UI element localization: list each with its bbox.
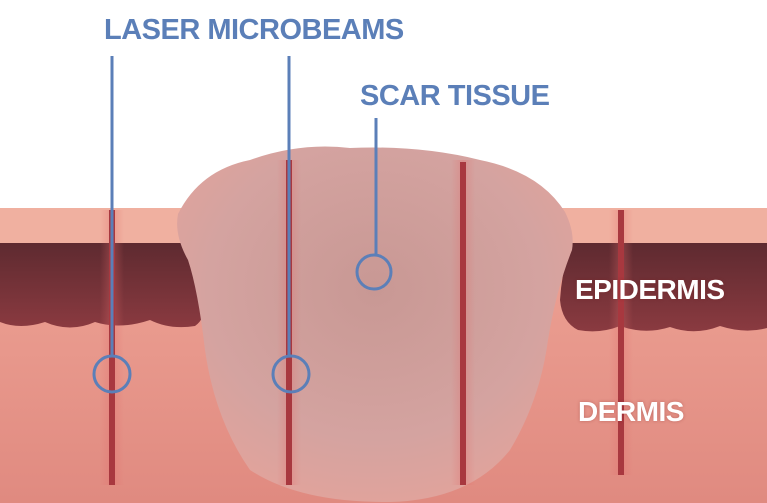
label-laser-microbeams: LASER MICROBEAMS — [104, 14, 404, 47]
label-scar-tissue: SCAR TISSUE — [360, 80, 549, 113]
label-epidermis: EPIDERMIS — [575, 274, 725, 306]
label-dermis: DERMIS — [578, 396, 684, 428]
